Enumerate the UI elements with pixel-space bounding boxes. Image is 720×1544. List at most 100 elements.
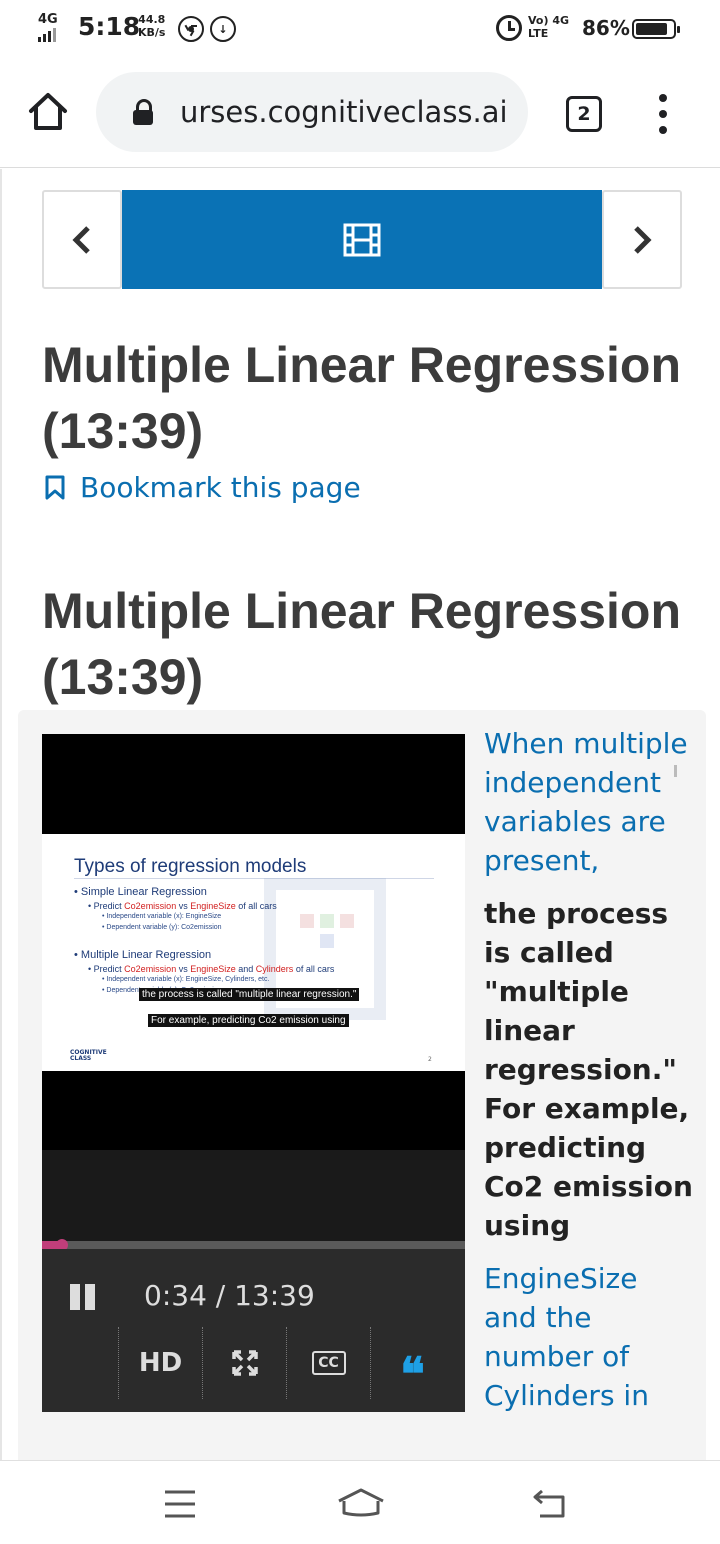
lock-icon [132,99,154,125]
video-progress-slider[interactable] [42,1239,465,1251]
hd-button[interactable]: HD [118,1327,202,1399]
video-control-row: HD CC ❝ [118,1327,465,1399]
transcript-line[interactable]: EngineSize and the number of Cylinders i… [484,1262,649,1412]
next-unit-button[interactable] [602,190,682,289]
battery-percent: 86% [582,16,630,40]
home-icon [29,93,67,130]
sequence-tab-video[interactable] [122,190,602,289]
slide-bullet-text: Co2emission [124,964,177,974]
slide-bullet-text: Multiple Linear Regression [80,949,212,961]
slide-title: Types of regression models [74,856,307,877]
bullet-icon: • [88,901,94,911]
battery-icon [632,19,680,39]
slide-bullet-text: vs [176,901,191,911]
slide-bullet: • Multiple Linear Regression [74,949,211,961]
slide-divider [74,878,434,879]
hd-label: HD [138,1348,183,1378]
home-button[interactable] [26,90,70,134]
transcript-panel[interactable]: When multiple independent variables are … [484,724,698,1414]
bullet-icon: • [88,964,94,974]
slide-bullet-text: Predict [93,964,125,974]
network-type: 4G [38,12,58,27]
bookmark-icon [45,475,65,499]
transcript-scrollbar[interactable] [674,765,677,777]
browser-toolbar: urses.cognitiveclass.ai 2 [0,58,720,168]
slide-bullet-text: of all cars [293,964,335,974]
video-title: Multiple Linear Regression (13:39) [42,583,682,705]
status-bar: 4G 5:18 44.8 KB/s ↓ Vo) 4G LTE 86% [0,0,720,58]
sequence-navigation [42,190,682,289]
video-progress-fill [42,1241,60,1249]
slide-bullet-text: vs [176,964,191,974]
slide-bullet-text: Dependent variable (y): Co2emission [106,924,222,931]
tab-switcher-button[interactable]: 2 [566,96,602,132]
lte-indicator: Vo) 4G LTE [528,14,569,40]
bullet-icon: • [102,987,107,994]
subtitle-line-2: For example, predicting Co2 emission usi… [148,1014,349,1027]
browser-menu-button[interactable] [652,94,674,134]
video-time: 0:34 / 13:39 [144,1279,315,1312]
quote-icon: ❝ [400,1347,425,1401]
chevron-left-icon [72,225,90,254]
network-speed: 44.8 KB/s [138,13,165,39]
slide-page-number: 2 [428,1056,432,1063]
slide-bullet: • Predict Co2emission vs EngineSize of a… [88,901,277,911]
data-saver-icon: ↓ [210,16,236,42]
video-player[interactable]: Types of regression models • Simple Line… [42,734,465,1412]
network-speed-value: 44.8 [138,13,166,26]
slide-bullet: • Predict Co2emission vs EngineSize and … [88,964,334,974]
bullet-icon: • [102,913,107,920]
slide-bullet: • Dependent variable (y): Co2emission [102,924,222,931]
slide-bullet-text: EngineSize [190,901,236,911]
address-bar[interactable]: urses.cognitiveclass.ai [96,72,528,152]
slide-watermark-logo [264,878,386,1020]
clock: 5:18 [78,12,141,41]
bullet-icon: • [74,886,81,898]
bullet-icon: • [102,924,107,931]
unit-title: Multiple Linear Regression (13:39) [42,337,682,459]
back-nav-button[interactable] [532,1487,568,1519]
lte-indicator-bottom: LTE [528,27,549,40]
bookmark-label: Bookmark this page [80,471,361,504]
slide-bullet-text: Co2emission [124,901,177,911]
transcript-toggle-button[interactable]: ❝ [370,1327,454,1399]
bookmark-button[interactable]: Bookmark this page [44,471,361,504]
slide-bullet: • Independent variable (x): EngineSize [102,913,221,920]
slide-bullet-text: and [235,964,256,974]
transcript-line[interactable]: When multiple independent variables are … [484,727,688,877]
video-letterbox [42,1150,465,1242]
slide-bullet-text: Simple Linear Regression [80,886,207,898]
system-navigation-bar [0,1460,720,1544]
bullet-icon: • [102,976,107,983]
chrome-notification-icon [178,16,204,42]
url-text: urses.cognitiveclass.ai [180,95,508,129]
slide-bullet-text: Predict [93,901,125,911]
slide-bullet-text: Independent variable (x): EngineSize, Cy… [106,976,270,983]
transcript-line-current[interactable]: the process is called "multiple linear r… [484,897,693,1242]
home-nav-button[interactable] [336,1487,386,1517]
network-speed-unit: KB/s [138,26,166,39]
cognitive-class-logo: COGNITIVE CLASS [70,1050,107,1062]
fullscreen-icon [231,1350,258,1376]
bullet-icon: • [74,949,81,961]
lte-indicator-top: Vo) 4G [528,14,570,27]
slide-bullet: • Simple Linear Regression [74,886,207,898]
video-frame: Types of regression models • Simple Line… [42,834,465,1071]
content-divider [0,169,2,1460]
alarm-icon [496,15,522,41]
video-progress-handle[interactable] [56,1239,68,1251]
previous-unit-button[interactable] [42,190,122,289]
slide-bullet: • Independent variable (x): EngineSize, … [102,976,269,983]
fullscreen-button[interactable] [202,1327,286,1399]
video-controls: 0:34 / 13:39 HD CC ❝ [42,1249,465,1412]
cognitive-class-logo-line-2: CLASS [70,1055,92,1062]
film-icon [343,223,381,256]
cc-icon: CC [311,1351,346,1375]
chevron-right-icon [634,225,652,254]
pause-button[interactable] [70,1284,96,1310]
recent-apps-button[interactable] [163,1489,197,1519]
closed-captions-button[interactable]: CC [286,1327,370,1399]
slide-bullet-text: of all cars [235,901,277,911]
slide-bullet-text: Cylinders [255,964,294,974]
course-content: Multiple Linear Regression (13:39) Bookm… [0,169,720,1460]
